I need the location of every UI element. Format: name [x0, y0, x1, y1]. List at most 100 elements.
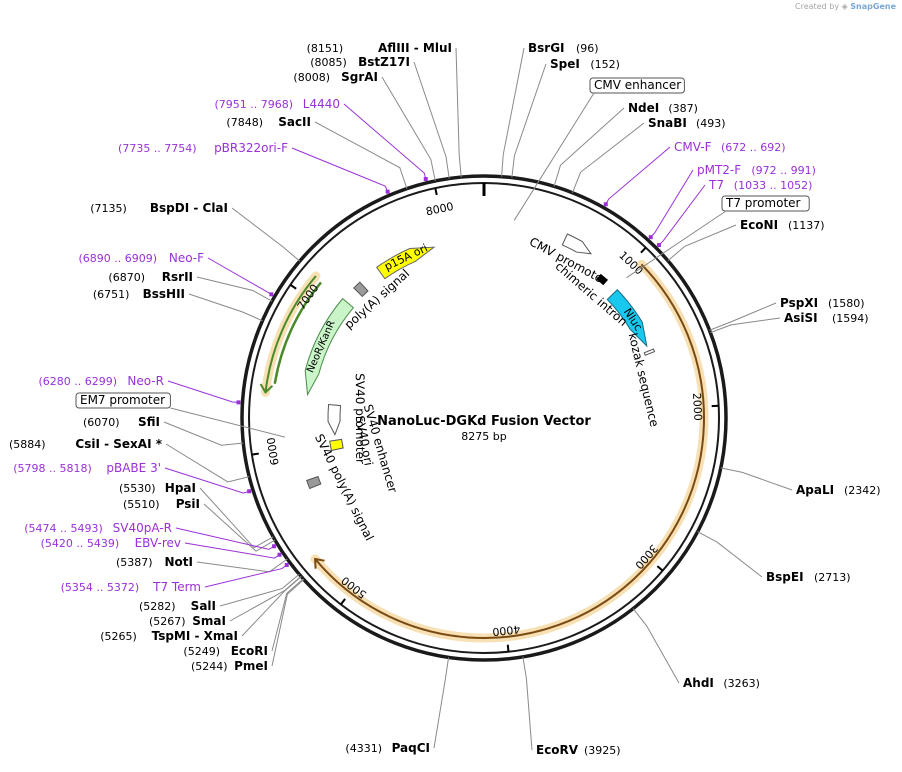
enzyme-afliii-mlui-position: (8151): [307, 42, 344, 55]
snapgene-credit: Created by ◈ SnapGene: [795, 2, 896, 11]
enzyme-bsrgi-position: (96): [576, 42, 599, 55]
primer-pmt2-f-leader: [649, 169, 694, 239]
enzyme-hpai-position: (5530): [119, 482, 156, 495]
enzyme-sali-position: (5282): [139, 600, 176, 613]
primer-t7-range: (1033 .. 1052): [734, 179, 813, 192]
boxed-em7-promoter-leader: [170, 407, 286, 438]
tick-label-1000: 1000: [616, 249, 645, 278]
primer-t7-term-marker: [284, 562, 289, 567]
enzyme-bspdi-clai-position: (7135): [90, 202, 127, 215]
tick-4000: [506, 644, 510, 652]
enzyme-afliii-mlui-leader: [455, 47, 462, 178]
enzyme-noti-position: (5387): [116, 556, 153, 569]
enzyme-apali-leader: [720, 467, 793, 491]
label-polya-signal: poly(A) signal: [342, 266, 413, 331]
enzyme-csii-sexai--position: (5884): [9, 438, 46, 451]
enzyme-sfii-leader: [163, 421, 244, 446]
orf-band-0: [314, 263, 706, 639]
enzyme-tspmi-xmai-position: (5265): [100, 630, 137, 643]
enzyme-pspxi-position: (1580): [828, 297, 865, 310]
enzyme-ndei-position: (387): [668, 102, 698, 115]
enzyme-ahdi-name: AhdI: [683, 676, 714, 690]
primer-cmv-f-marker: [603, 202, 608, 207]
enzyme-bsrgi-name: BsrGI: [528, 41, 565, 55]
primer-pbabe-3--name: pBABE 3': [106, 461, 161, 475]
primer-l4440-name: L4440: [303, 97, 340, 111]
feature-sv40-ori: [329, 438, 344, 452]
backbone-outer-circle: [240, 174, 728, 662]
primer-pbabe-3--range: (5798 .. 5818): [13, 462, 92, 475]
enzyme-afliii-mlui-name: AflIII - MluI: [378, 41, 452, 55]
enzyme-econi-name: EcoNI: [740, 218, 778, 232]
enzyme-csii-sexai--name: CsiI - SexAI *: [75, 437, 162, 451]
enzyme-snabi-name: SnaBI: [648, 116, 687, 130]
enzyme-spei-leader: [511, 63, 547, 178]
enzyme-hpai-leader: [199, 487, 274, 549]
boxed-t7-promoter-box: [721, 195, 810, 212]
feature-kozak-sequence: [643, 348, 656, 356]
orf-arrowhead-0: [314, 557, 325, 569]
enzyme-bspei-leader: [697, 531, 763, 578]
enzyme-sfii-position: (6070): [83, 416, 120, 429]
primer-ebv-rev-range: (5420 .. 5439): [41, 537, 120, 550]
enzyme-ecori-position: (5249): [183, 645, 220, 658]
feature-neor-kanr: [304, 297, 355, 397]
enzyme-bspdi-clai-leader: [231, 207, 301, 262]
enzyme-sgrai-position: (8008): [293, 71, 330, 84]
enzyme-noti-leader: [196, 558, 288, 573]
primer-pbr322ori-f-leader: [291, 147, 389, 194]
enzyme-psii-leader: [203, 503, 276, 552]
enzyme-rsrii-leader: [196, 276, 273, 302]
primer-neo-r-marker: [236, 400, 241, 405]
enzyme-pspxi-leader: [709, 302, 777, 331]
boxed-t7-promoter-leader: [626, 210, 727, 279]
feature-p15a-ori: [375, 246, 436, 280]
feature-poly-a-signal: [353, 281, 369, 298]
feature-cmv-promoter: [561, 233, 592, 255]
enzyme-pmei-leader: [271, 579, 305, 667]
primer-pbr322ori-f-name: pBR322ori-F: [214, 141, 288, 155]
enzyme-apali-position: (2342): [844, 484, 881, 497]
primer-sv40pa-r-marker: [272, 544, 277, 549]
primer-neo-f-leader: [207, 257, 274, 296]
enzyme-ecorv-name: EcoRV: [536, 743, 579, 757]
enzyme-ecori-name: EcoRI: [231, 644, 268, 658]
primer-ebv-rev-name: EBV-rev: [135, 536, 181, 550]
orf-arrowhead-1: [259, 383, 274, 394]
primer-pmt2-f-range: (972 .. 991): [751, 164, 816, 177]
tick-5000: [340, 598, 346, 605]
tick-label-3000: 3000: [632, 542, 660, 572]
enzyme-sacii-name: SacII: [278, 115, 311, 129]
enzyme-tspmi-xmai-leader: [241, 576, 302, 637]
enzyme-asisi-name: AsiSI: [784, 311, 818, 325]
tick-8000: [434, 187, 438, 196]
credit-brand: SnapGene: [850, 2, 896, 11]
enzyme-asisi-position: (1594): [832, 312, 869, 325]
enzyme-paqci-position: (4331): [345, 742, 382, 755]
plasmid-title: NanoLuc-DGKd Fusion Vector: [377, 414, 591, 429]
enzyme-ndei-leader: [553, 107, 625, 187]
enzyme-econi-position: (1137): [788, 219, 825, 232]
enzyme-apali-name: ApaLI: [796, 483, 834, 497]
enzyme-bspei-name: BspEI: [766, 570, 804, 584]
feature-chimeric-intron: [596, 273, 608, 286]
enzyme-pmei-name: PmeI: [234, 659, 268, 673]
feature-nluc: [606, 289, 648, 348]
enzyme-smai-position: (5267): [149, 615, 186, 628]
primer-t7-term-name: T7 Term: [152, 580, 201, 594]
enzyme-psii-name: PsiI: [176, 497, 200, 511]
boxed-cmv-enhancer-label: CMV enhancer: [594, 78, 681, 92]
primer-cmv-f-name: CMV-F: [674, 140, 712, 154]
enzyme-ecori-leader: [271, 578, 304, 652]
enzyme-pspxi-name: PspXI: [780, 296, 818, 310]
enzyme-bspdi-clai-name: BspDI - ClaI: [150, 201, 228, 215]
orf-band-1: [264, 275, 317, 393]
tick-label-8000: 8000: [425, 200, 455, 219]
enzyme-bsshii-position: (6751): [93, 288, 130, 301]
primer-pmt2-f-name: pMT2-F: [697, 163, 741, 177]
enzyme-sgrai-leader: [381, 76, 436, 182]
enzyme-bstz17i-position: (8085): [310, 56, 347, 69]
feature-sv40-poly-a-signal: [306, 475, 322, 490]
boxed-em7-promoter-label: EM7 promoter: [80, 393, 165, 407]
